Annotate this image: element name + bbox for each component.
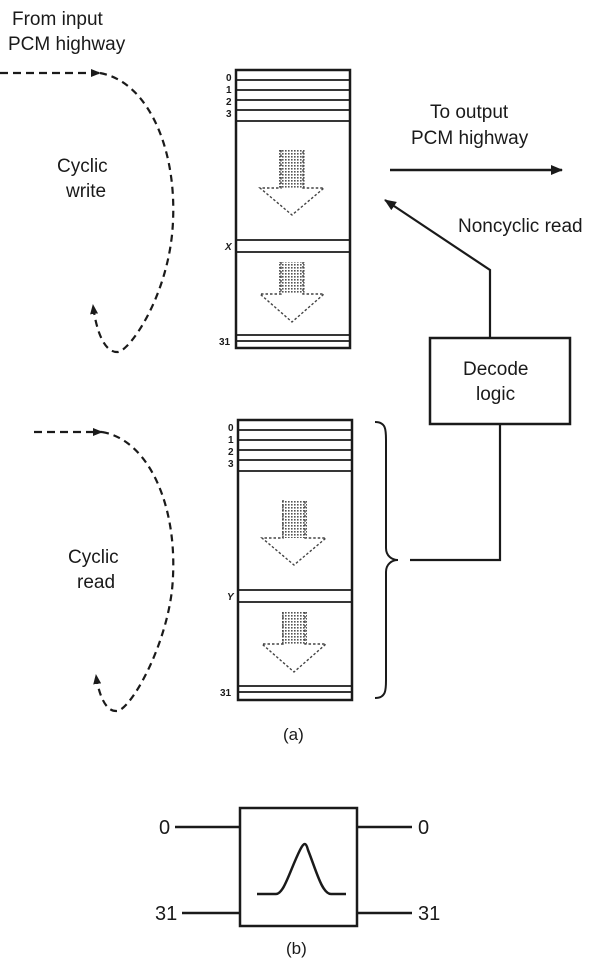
decode-logic-label-line1: Decode [463,359,529,380]
input-highway-label-line2: PCM highway [8,34,126,55]
speech-store-arrow-lower [258,262,326,323]
b-crossover-symbol [257,842,346,896]
speech-store-arrow-upper [258,150,326,216]
control-slot-3: 3 [228,459,234,470]
speech-slot-x: X [224,242,233,253]
cyclic-write-label-line1: Cyclic [57,156,108,177]
b-right-bottom-label: 31 [418,903,440,925]
decode-logic-box [428,336,572,426]
decode-logic-label-line2: logic [476,384,515,405]
cyclic-read-label-line2: read [77,572,115,593]
control-slot-1: 1 [228,435,234,446]
control-store-brace [374,421,399,699]
b-left-bottom-label: 31 [155,903,177,925]
speech-store [234,68,352,350]
speech-slot-3: 3 [226,109,232,120]
speech-slot-1: 1 [226,85,232,96]
input-highway-label-line1: From input [12,9,104,30]
speech-slot-0: 0 [226,73,232,84]
cyclic-read-label-line1: Cyclic [68,547,119,568]
speech-slot-2: 2 [226,97,232,108]
control-store-arrow-lower [260,612,328,673]
control-slot-31: 31 [220,688,232,699]
caption-a: (a) [283,725,304,744]
control-slot-2: 2 [228,447,234,458]
control-store [236,418,354,702]
output-highway-label-line1: To output [430,102,509,123]
b-left-top-label: 0 [159,817,170,839]
brace-to-decode-line [410,424,502,562]
caption-b: (b) [286,939,307,958]
control-store-arrow-upper [260,500,328,566]
noncyclic-read-line [384,199,492,338]
output-highway-label-line2: PCM highway [411,128,529,149]
cyclic-write-label-line2: write [65,181,106,202]
noncyclic-read-label: Noncyclic read [458,216,583,237]
control-slot-y: Y [227,592,235,603]
b-switch-box [238,806,359,928]
b-right-top-label: 0 [418,817,429,839]
control-slot-0: 0 [228,423,234,434]
speech-slot-31: 31 [219,337,231,348]
cyclic-write-loop [90,71,175,354]
